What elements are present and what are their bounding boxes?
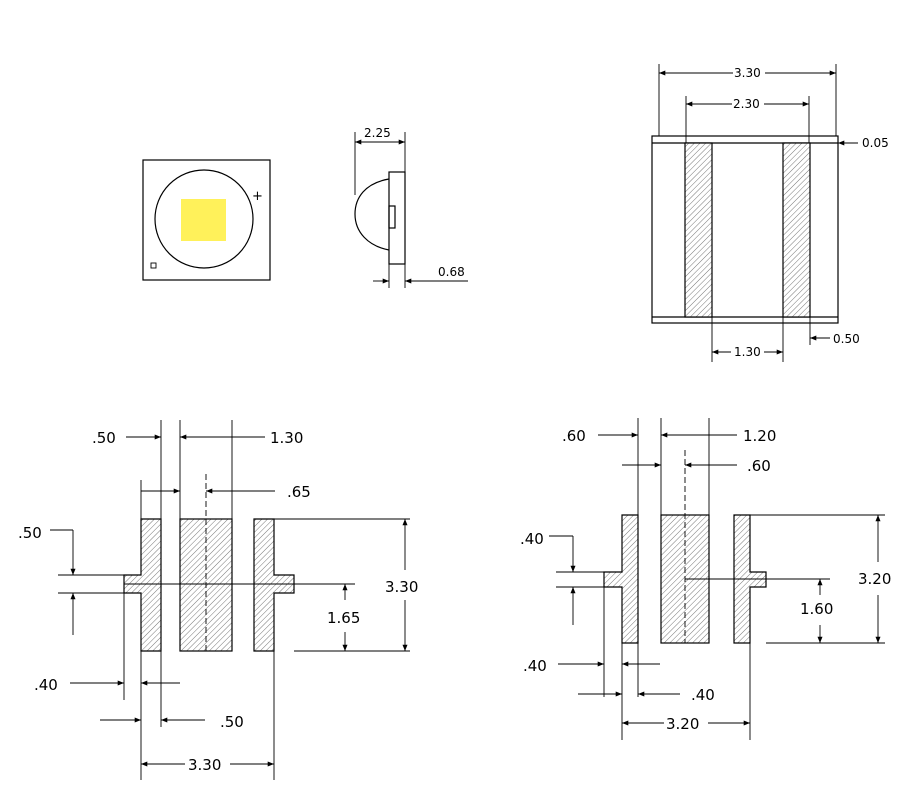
fb-overall-width-label: 3.20 [666, 715, 699, 733]
gap-width-label: 1.30 [734, 345, 761, 359]
top-view: + [142, 159, 271, 281]
fb-height-label: 3.20 [858, 570, 891, 588]
polarity-square-mark [150, 262, 157, 269]
fb-half-center-label: .60 [747, 457, 771, 475]
fa-tab-height-label: .50 [18, 524, 42, 542]
side-thickness-label: 0.68 [438, 265, 465, 279]
offset-label: 0.05 [862, 136, 889, 150]
fa-height-label: 3.30 [385, 578, 418, 596]
fb-tab-width-label: .40 [523, 657, 547, 675]
side-width-label: 2.25 [364, 126, 391, 140]
fb-center-width-label: 1.20 [743, 427, 776, 445]
footprint-b: .60 1.20 .60 .40 3.20 1.60 .40 [520, 418, 891, 740]
inner-width-label: 2.30 [733, 97, 760, 111]
footprint-a: .50 1.30 .65 .50 3.30 1.65 .40 [18, 420, 418, 780]
fa-side-pad-label: .50 [220, 713, 244, 731]
fa-tab-width-label: .40 [34, 676, 58, 694]
fb-tab-height-label: .40 [520, 530, 544, 548]
emitter-chip [181, 199, 226, 241]
fb-side-pad-label: .40 [691, 686, 715, 704]
polarity-plus-mark: + [252, 189, 263, 204]
fa-overall-width-label: 3.30 [188, 756, 221, 774]
pad-width-label: 0.50 [833, 332, 860, 346]
fa-half-center-label: .65 [287, 483, 311, 501]
fa-center-width-label: 1.30 [270, 429, 303, 447]
overall-width-label: 3.30 [734, 66, 761, 80]
fa-pad-width-label: .50 [92, 429, 116, 447]
fa-half-height-label: 1.65 [327, 609, 360, 627]
fb-half-height-label: 1.60 [800, 600, 833, 618]
fb-pad-width-label: .60 [562, 427, 586, 445]
side-view: 2.25 0.68 [354, 126, 468, 288]
bottom-view: 3.30 2.30 0.05 1.30 0.50 [651, 64, 889, 362]
